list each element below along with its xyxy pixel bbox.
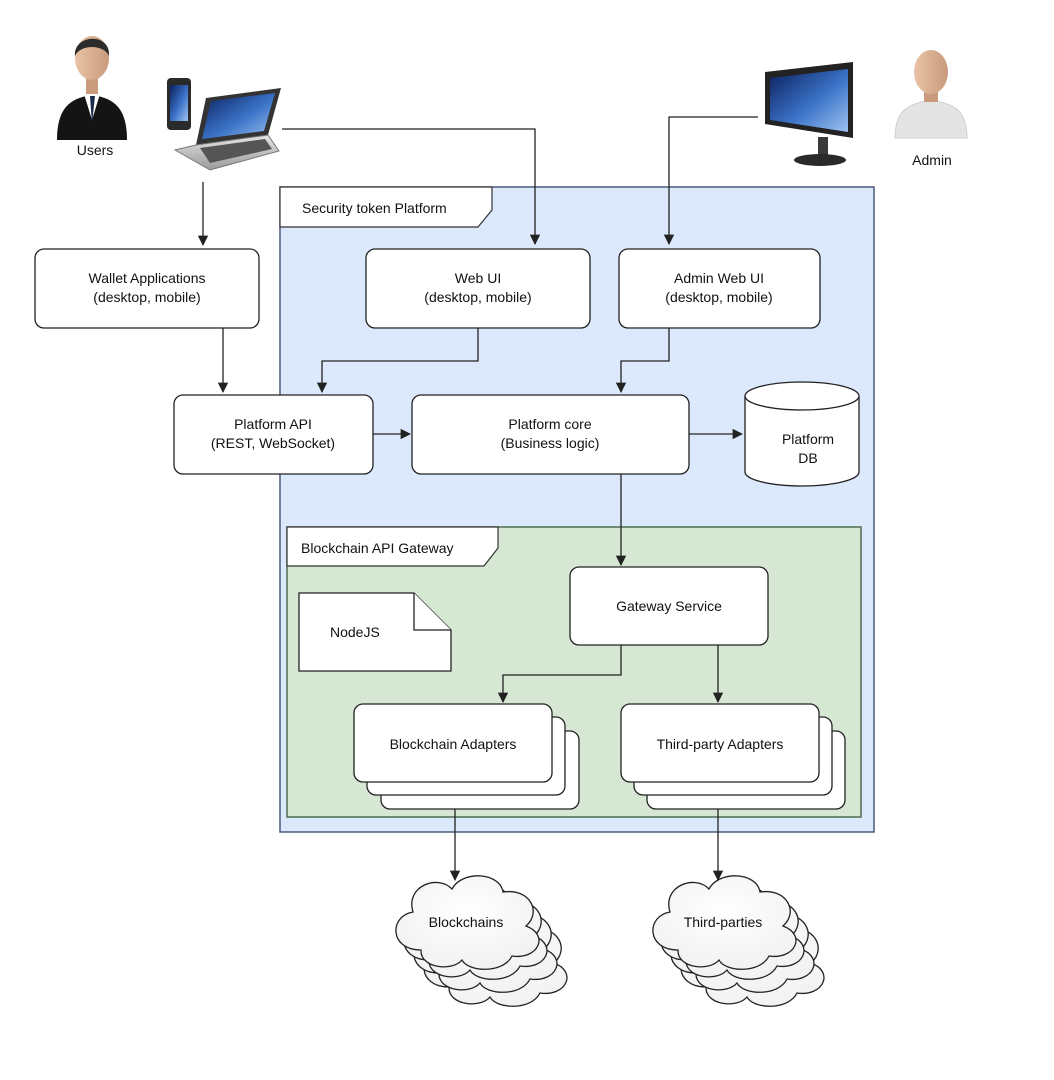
platform-api-box[interactable]: Platform API (REST, WebSocket) [173,394,374,475]
blockchain-adapters-label: Blockchain Adapters [390,736,517,752]
nodejs-note: NodeJS [298,592,452,672]
web-ui-subtitle: (desktop, mobile) [424,289,531,305]
platform-db-title: Platform [782,431,834,447]
gateway-title: Blockchain API Gateway [301,540,454,556]
platform-core-box[interactable]: Platform core (Business logic) [411,394,690,475]
user-icon [57,36,127,140]
web-ui-title: Web UI [455,270,501,286]
admin-web-ui-title: Admin Web UI [674,270,764,286]
admin-web-ui-box[interactable]: Admin Web UI (desktop, mobile) [618,248,821,329]
third-party-adapters-label: Third-party Adapters [657,736,784,752]
blockchains-cloud-stack[interactable]: Blockchains [395,875,568,1007]
third-parties-cloud-stack[interactable]: Third-parties [652,875,825,1007]
platform-db-cylinder[interactable]: Platform DB [744,381,860,487]
wallet-subtitle: (desktop, mobile) [93,289,200,305]
third-party-adapters-stack[interactable]: Third-party Adapters [620,703,846,810]
platform-title-tab [279,186,493,228]
edge-laptop-to-web-ui [282,128,541,246]
blockchains-label: Blockchains [429,914,504,930]
gateway-service-box[interactable]: Gateway Service [569,566,769,646]
blockchain-adapters-stack[interactable]: Blockchain Adapters [353,703,580,810]
laptop-icon [173,88,281,171]
nodejs-label: NodeJS [330,624,380,640]
cloud-front [395,875,540,970]
third-parties-label: Third-parties [684,914,763,930]
edge-monitor-to-admin-web-ui [663,116,758,246]
edge-gateway-to-blockchain-adapters [497,645,622,704]
edge-admin-ui-to-platform-core [615,328,670,394]
monitor-icon [765,62,853,166]
mobile-phone-icon [167,78,191,130]
platform-db-subtitle: DB [798,450,817,466]
admin-user-icon [894,50,968,139]
web-ui-box[interactable]: Web UI (desktop, mobile) [365,248,591,329]
platform-core-subtitle: (Business logic) [501,435,600,451]
gateway-title-tab [286,526,499,567]
wallet-applications-box[interactable]: Wallet Applications (desktop, mobile) [34,248,260,329]
cloud-front [652,875,797,970]
admin-web-ui-subtitle: (desktop, mobile) [665,289,772,305]
edge-web-ui-to-platform-api [316,328,479,394]
platform-title: Security token Platform [302,200,447,216]
platform-api-title: Platform API [234,416,312,432]
admin-label: Admin [912,152,952,168]
users-label: Users [77,142,114,158]
connectors [197,116,758,882]
platform-api-subtitle: (REST, WebSocket) [211,435,335,451]
platform-core-title: Platform core [508,416,591,432]
gateway-service-label: Gateway Service [616,598,722,614]
wallet-title: Wallet Applications [89,270,206,286]
